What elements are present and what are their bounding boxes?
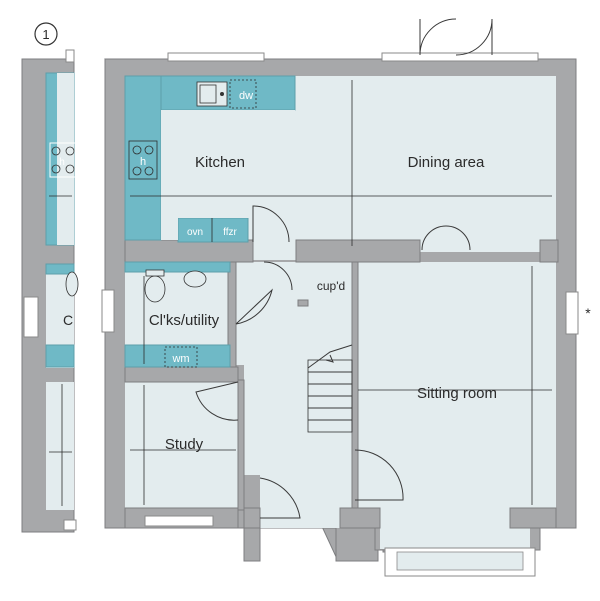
washing-machine-label: wm — [171, 353, 189, 365]
hob: h — [128, 140, 158, 180]
kitchen-units — [124, 75, 296, 243]
plan-number: 1 — [42, 27, 49, 42]
fridge-freezer: ffzr — [223, 227, 237, 238]
sitting-room-label: Sitting room — [417, 385, 497, 402]
hall-floor — [228, 262, 358, 528]
hob-partial: h — [49, 142, 77, 178]
staircase — [307, 344, 353, 433]
fridge-freezer-label: ffzr — [223, 227, 237, 238]
sitting-floor — [358, 262, 556, 508]
oven: ovn — [187, 218, 213, 242]
study-label: Study — [165, 436, 204, 453]
basin — [183, 270, 207, 288]
toilet — [144, 275, 166, 303]
plan-number-badge: 1 — [34, 22, 58, 46]
dining-area-label: Dining area — [408, 154, 485, 171]
dishwasher-label: dw — [239, 90, 253, 102]
hob-left-label: h — [59, 157, 65, 168]
oven-label: ovn — [187, 227, 203, 238]
dimension-arrows — [130, 80, 552, 505]
cupboard-label: cup'd — [317, 279, 345, 293]
cupboard-floor — [300, 262, 358, 302]
cloaks-units: wm — [124, 261, 231, 368]
neighbour-unit: h C — [21, 49, 79, 533]
doors — [195, 205, 404, 519]
french-doors — [419, 18, 493, 251]
windows — [101, 52, 579, 577]
hob-label: h — [140, 156, 146, 168]
sink — [196, 81, 228, 107]
main-house: dw h ovn ffzr wm — [101, 18, 579, 577]
footnote-marker: * — [585, 305, 591, 321]
cloaks-utility-label: Cl'ks/utility — [149, 312, 220, 329]
cloaks-partial-label: C — [63, 312, 73, 328]
kitchen-label: Kitchen — [195, 154, 245, 171]
dishwasher: dw — [229, 79, 257, 109]
bay-floor — [380, 505, 530, 549]
